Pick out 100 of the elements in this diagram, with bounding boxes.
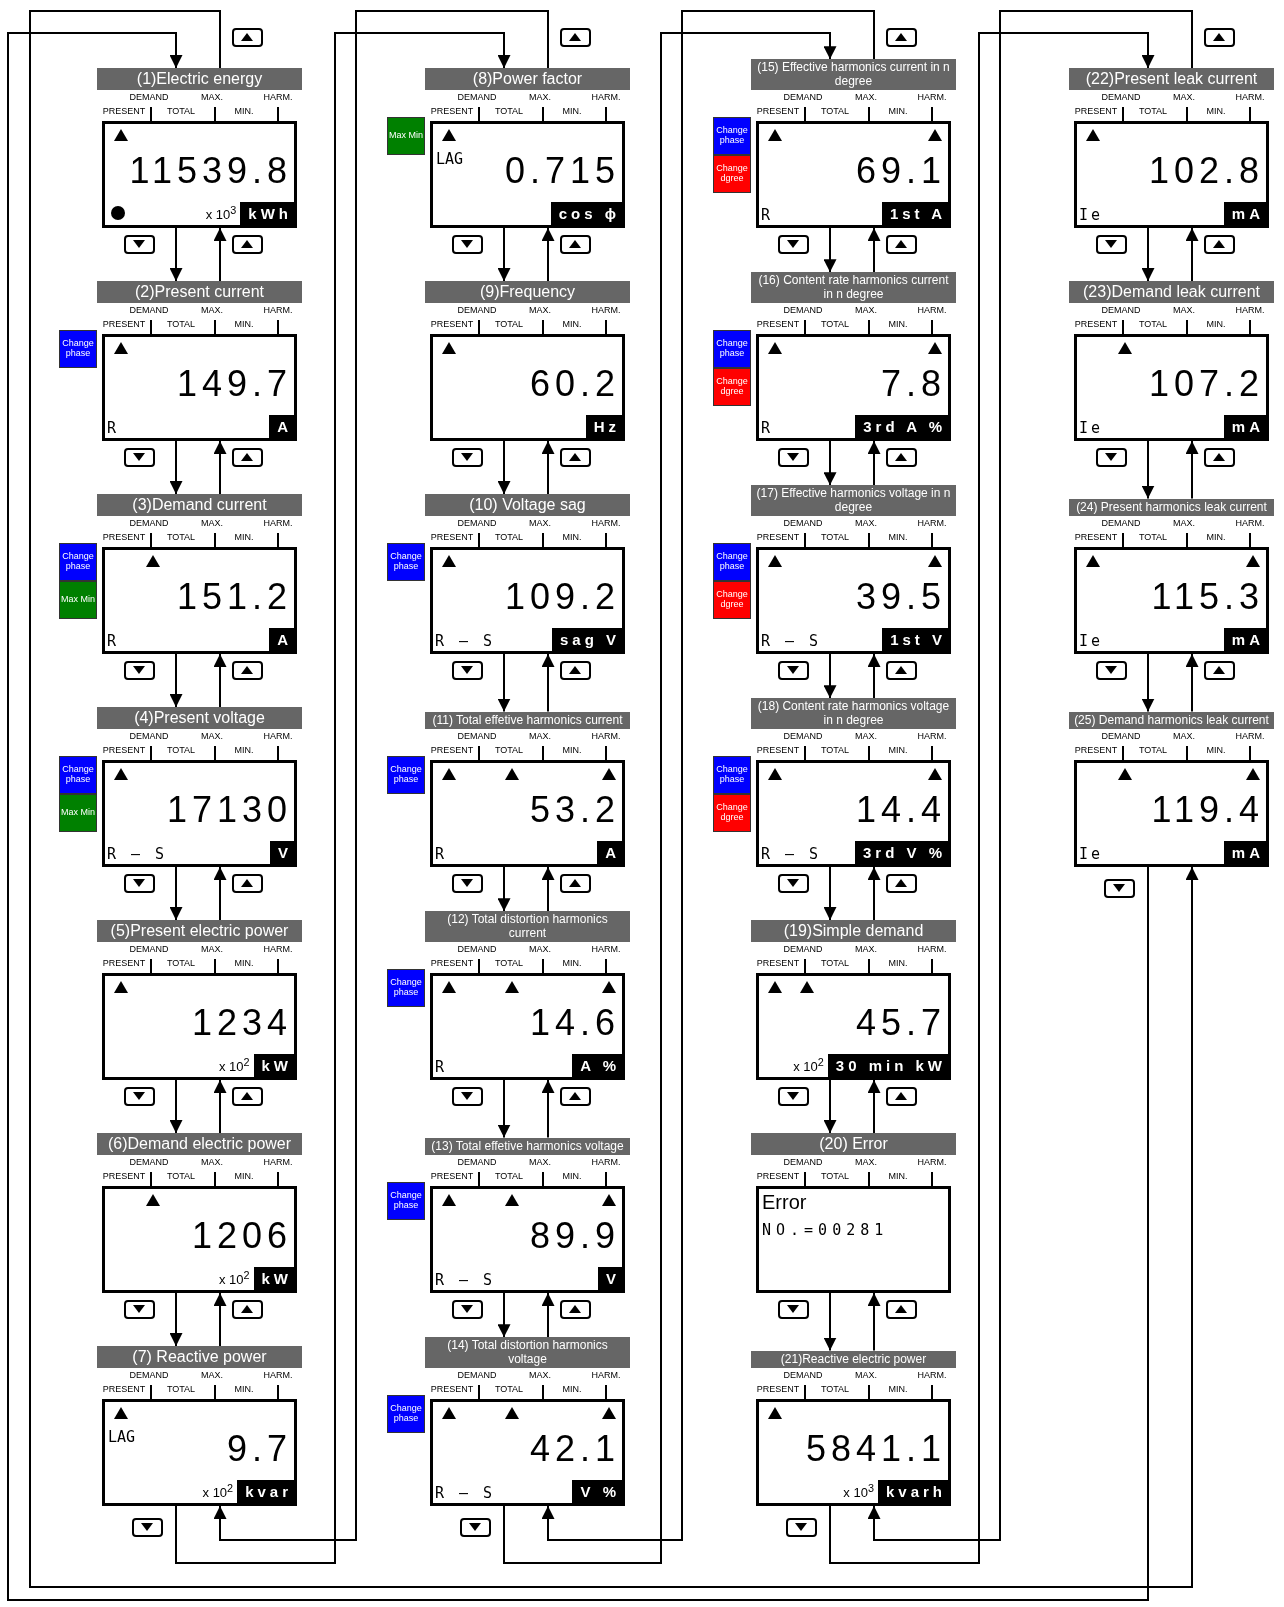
display-value: 1234 xyxy=(191,1002,292,1044)
unit-label: V xyxy=(270,841,294,864)
title-band: (4)Present voltage xyxy=(97,707,302,729)
change-phase-button: Change phase xyxy=(387,1182,425,1220)
display-value: 149.7 xyxy=(176,363,292,405)
multiplier-label: x 10$^{2}$ xyxy=(218,1267,250,1289)
change-phase-button: Change phase xyxy=(59,543,97,581)
display-value: 0.715 xyxy=(504,150,620,192)
arrow xyxy=(823,653,837,700)
indicator-label: DEMAND xyxy=(457,1370,497,1380)
unit-label: mA xyxy=(1223,841,1266,864)
indicator-label: DEMAND xyxy=(783,731,823,741)
indicator-label: MIN. xyxy=(888,1171,908,1181)
indicator-label: PRESENT xyxy=(102,958,146,968)
indicator-label: DEMAND xyxy=(783,1370,823,1380)
indicator-label: TOTAL xyxy=(1138,319,1168,329)
indicator-label: MAX. xyxy=(529,944,551,954)
arrow xyxy=(175,32,511,1564)
indicator-label: HARM. xyxy=(591,92,621,102)
indicator-label: PRESENT xyxy=(102,319,146,329)
indicator-label: DEMAND xyxy=(1101,305,1141,315)
change-degree-button: Change dgree xyxy=(713,368,751,406)
indicator-label: MAX. xyxy=(855,944,877,954)
title-band: (23)Demand leak current xyxy=(1069,281,1274,303)
indicator-label: HARM. xyxy=(917,92,947,102)
title-band: (16) Content rate harmonics current in n degree xyxy=(751,272,956,303)
arrow xyxy=(541,10,875,1541)
arrow xyxy=(867,1292,881,1352)
indicator-label: HARM. xyxy=(591,731,621,741)
arrow xyxy=(213,1292,227,1348)
change-phase-button: Change phase xyxy=(713,543,751,581)
unit-label: Hz xyxy=(585,415,622,438)
arrow xyxy=(867,866,881,922)
indicator-label: MAX. xyxy=(201,92,223,102)
indicator-label: TOTAL xyxy=(820,1384,850,1394)
indicator-label: HARM. xyxy=(263,305,293,315)
indicator-label: MIN. xyxy=(234,106,254,116)
title-band: (15) Effective harmonics current in n degree xyxy=(751,59,956,90)
indicator-label: PRESENT xyxy=(430,106,474,116)
indicator-label: HARM. xyxy=(263,1157,293,1167)
display-value: 89.9 xyxy=(529,1215,620,1257)
arrow xyxy=(213,10,549,1541)
arrow xyxy=(497,1079,511,1139)
arrow xyxy=(213,866,227,922)
indicator-label: MAX. xyxy=(855,1157,877,1167)
multiplier-label: x 10$^{2}$ xyxy=(793,1054,824,1076)
indicator-label: HARM. xyxy=(263,518,293,528)
indicator-label: MIN. xyxy=(234,1384,254,1394)
indicator-label: PRESENT xyxy=(102,532,146,542)
change-degree-button: Change dgree xyxy=(713,794,751,832)
change-phase-button: Change phase xyxy=(59,330,97,368)
indicator-label: TOTAL xyxy=(166,745,196,755)
change-phase-button: Change phase xyxy=(713,756,751,794)
change-phase-button: Change phase xyxy=(713,330,751,368)
unit-label: 30 min kW xyxy=(827,1054,948,1077)
indicator-label: DEMAND xyxy=(457,92,497,102)
max-min-button: Max Min xyxy=(59,794,97,832)
indicator-label: TOTAL xyxy=(166,1171,196,1181)
indicator-label: DEMAND xyxy=(457,731,497,741)
indicator-label: TOTAL xyxy=(820,106,850,116)
indicator-label: PRESENT xyxy=(756,1171,800,1181)
indicator-label: MIN. xyxy=(1206,319,1226,329)
arrow xyxy=(867,227,881,274)
title-band: (20) Error xyxy=(751,1133,956,1155)
indicator-label: DEMAND xyxy=(129,518,169,528)
phase-label: R xyxy=(107,631,120,651)
indicator-label: MAX. xyxy=(529,518,551,528)
multiplier-label: x 10$^{3}$ xyxy=(205,202,237,224)
phase-label: Ie xyxy=(1079,205,1104,225)
display-value: 60.2 xyxy=(529,363,620,405)
indicator-label: MAX. xyxy=(529,305,551,315)
indicator-label: MAX. xyxy=(529,1157,551,1167)
indicator-label: MIN. xyxy=(562,745,582,755)
indicator-label: MAX. xyxy=(201,518,223,528)
indicator-label: MIN. xyxy=(562,1171,582,1181)
display-value: 11539.8 xyxy=(129,150,292,192)
indicator-label: PRESENT xyxy=(1074,745,1118,755)
indicator-label: MAX. xyxy=(1173,731,1195,741)
display-value: 17130 xyxy=(166,789,292,831)
title-band: (22)Present leak current xyxy=(1069,68,1274,90)
indicator-label: HARM. xyxy=(591,944,621,954)
unit-label: A xyxy=(269,628,294,651)
indicator-label: DEMAND xyxy=(129,92,169,102)
arrow xyxy=(497,440,511,496)
indicator-label: MAX. xyxy=(201,944,223,954)
title-band: (17) Effective harmonics voltage in n degree xyxy=(751,485,956,516)
indicator-label: HARM. xyxy=(917,944,947,954)
indicator-label: MAX. xyxy=(1173,305,1195,315)
indicator-label: PRESENT xyxy=(430,1384,474,1394)
display-value: 7.8 xyxy=(880,363,946,405)
unit-label: 1st V xyxy=(882,628,948,651)
indicator-label: MIN. xyxy=(888,1384,908,1394)
indicator-label: MIN. xyxy=(888,106,908,116)
title-band: (2)Present current xyxy=(97,281,302,303)
indicator-label: MAX. xyxy=(529,92,551,102)
indicator-label: PRESENT xyxy=(1074,532,1118,542)
indicator-label: MAX. xyxy=(1173,92,1195,102)
indicator-label: MIN. xyxy=(1206,106,1226,116)
indicator-label: MIN. xyxy=(562,958,582,968)
indicator-label: MIN. xyxy=(562,106,582,116)
